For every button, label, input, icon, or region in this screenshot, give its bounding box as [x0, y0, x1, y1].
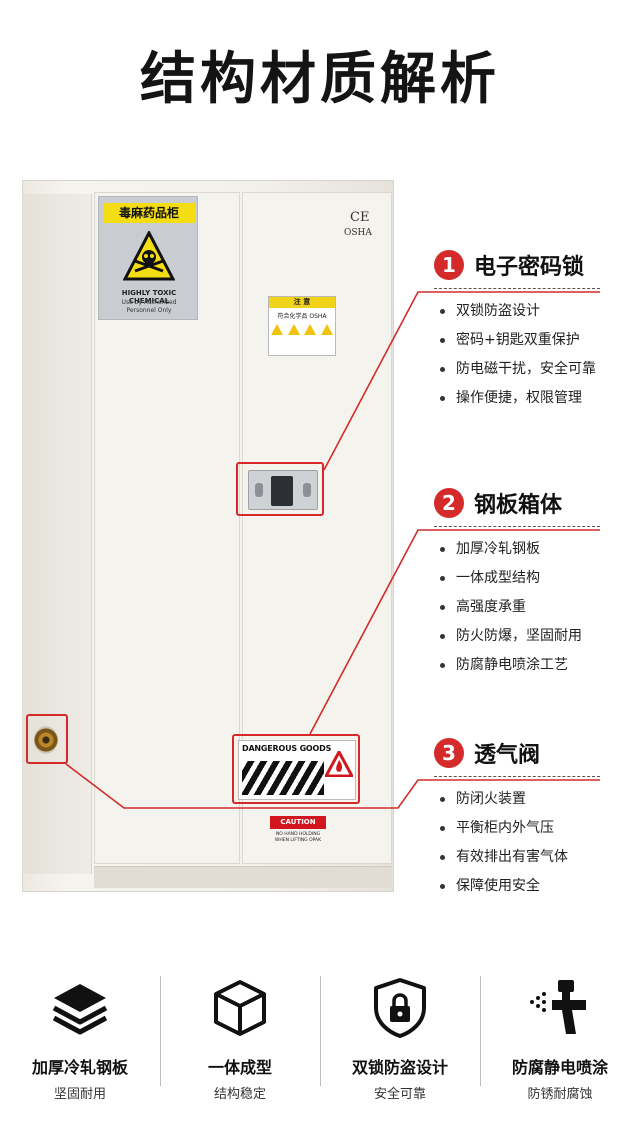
cabinet-side-panel — [22, 194, 92, 874]
shield-lock-icon — [374, 978, 426, 1038]
feature-steel-body: 2 钢板箱体 加厚冷轧钢板 一体成型结构 高强度承重 防火防爆，坚固耐用 防腐静… — [434, 488, 630, 680]
feature-title: 钢板箱体 — [474, 493, 563, 518]
notice-label: 注 意 符合化学品 OSHA — [268, 296, 336, 356]
feature-title: 电子密码锁 — [474, 255, 585, 280]
callout-box-vent — [26, 714, 68, 764]
layers-icon — [52, 984, 108, 1035]
callout-box-lock — [236, 462, 324, 516]
caution-label: CAUTION NO HAND HOLDING WHEN LIFTING OPA… — [270, 816, 326, 852]
cabinet-base — [94, 866, 392, 888]
bottom-item-spray: 防腐静电喷涂 防锈耐腐蚀 — [480, 962, 640, 1102]
list-item: 防电磁干扰，安全可靠 — [434, 355, 630, 384]
keypad-icon — [271, 476, 293, 506]
dangerous-goods-text: DANGEROUS GOODS — [242, 744, 332, 753]
feature-electronic-lock: 1 电子密码锁 双锁防盗设计 密码+钥匙双重保护 防电磁干扰，安全可靠 操作便捷… — [434, 250, 630, 413]
flame-warning-icon — [325, 751, 353, 777]
feature-divider — [434, 776, 600, 777]
toxic-sign-sub-line-1: Use by Authorized — [121, 299, 177, 306]
list-item: 一体成型结构 — [434, 564, 630, 593]
list-item: 防火防爆，坚固耐用 — [434, 622, 630, 651]
bottom-divider — [480, 976, 481, 1086]
feature-number-badge: 2 — [434, 488, 464, 518]
warning-triangle-icon — [320, 324, 333, 335]
callout-box-steel — [232, 734, 360, 804]
notice-warning-icons — [269, 324, 335, 335]
list-item: 操作便捷，权限管理 — [434, 384, 630, 413]
notice-line: 符合化学品 OSHA — [277, 313, 327, 320]
leader-line-2 — [309, 529, 600, 735]
list-item: 防闭火装置 — [434, 785, 630, 814]
toxic-sign-sub-line-2: Personnel Only — [126, 307, 172, 314]
list-item: 密码+钥匙双重保护 — [434, 326, 630, 355]
electronic-lock-panel — [248, 470, 318, 510]
caution-title: CAUTION — [270, 816, 326, 829]
bottom-divider — [160, 976, 161, 1086]
bottom-item-one-piece: 一体成型 结构稳定 — [160, 962, 320, 1102]
osha-mark: OSHA — [344, 228, 372, 238]
caution-line-1: NO HAND HOLDING — [275, 832, 321, 837]
list-item: 双锁防盗设计 — [434, 297, 630, 326]
ce-mark: CE — [350, 210, 370, 225]
toxic-sign-subtext: Use by Authorized Personnel Only — [101, 299, 197, 315]
feature-divider — [434, 288, 600, 289]
leader-line-3 — [65, 763, 600, 809]
bottom-divider — [320, 976, 321, 1086]
list-item: 加厚冷轧钢板 — [434, 535, 630, 564]
caution-line-2: WHEN LIFTING OPAK — [274, 838, 322, 843]
toxic-sign-english: HIGHLY TOXIC CHEMICAL — [121, 289, 177, 305]
bottom-item-subtitle: 防锈耐腐蚀 — [527, 1087, 593, 1102]
list-item: 平衡柜内外气压 — [434, 814, 630, 843]
hazard-stripes — [242, 761, 324, 795]
bottom-item-title: 双锁防盗设计 — [351, 1058, 448, 1077]
key-knob-left — [255, 483, 263, 497]
bottom-item-steel: 加厚冷轧钢板 坚固耐用 — [0, 962, 160, 1102]
bottom-item-title: 加厚冷轧钢板 — [31, 1058, 128, 1077]
feature-list: 双锁防盗设计 密码+钥匙双重保护 防电磁干扰，安全可靠 操作便捷，权限管理 — [434, 297, 630, 413]
bottom-item-subtitle: 结构稳定 — [213, 1087, 266, 1102]
feature-breather-valve: 3 透气阀 防闭火装置 平衡柜内外气压 有效排出有害气体 保障使用安全 — [434, 738, 630, 901]
list-item: 有效排出有害气体 — [434, 843, 630, 872]
toxic-warning-sign: 毒麻药品柜 HIGHLY TOXIC CHEMICAL Use by Autho… — [98, 196, 198, 320]
bottom-item-double-lock: 双锁防盗设计 安全可靠 — [320, 962, 480, 1102]
breather-valve — [34, 726, 58, 754]
skull-warning-icon — [123, 231, 175, 281]
spray-gun-icon — [530, 980, 586, 1034]
feature-number-badge: 1 — [434, 250, 464, 280]
toxic-sign-title: 毒麻药品柜 — [103, 203, 195, 223]
leader-line-1 — [323, 291, 600, 471]
bottom-item-subtitle: 安全可靠 — [373, 1087, 426, 1102]
list-item: 保障使用安全 — [434, 872, 630, 901]
feature-list: 加厚冷轧钢板 一体成型结构 高强度承重 防火防爆，坚固耐用 防腐静电喷涂工艺 — [434, 535, 630, 680]
warning-triangle-icon — [271, 324, 284, 335]
dangerous-goods-label: DANGEROUS GOODS — [238, 740, 356, 800]
feature-list: 防闭火装置 平衡柜内外气压 有效排出有害气体 保障使用安全 — [434, 785, 630, 901]
page-title: 结构材质解析 — [140, 47, 500, 112]
notice-title: 注 意 — [269, 297, 335, 308]
feature-title: 透气阀 — [474, 743, 541, 768]
bottom-item-title: 防腐静电喷涂 — [511, 1058, 608, 1077]
list-item: 防腐静电喷涂工艺 — [434, 651, 630, 680]
warning-triangle-icon — [287, 324, 300, 335]
feature-divider — [434, 526, 600, 527]
key-knob-right — [303, 483, 311, 497]
warning-triangle-icon — [304, 324, 317, 335]
feature-icon-strip: 加厚冷轧钢板 坚固耐用 一体成型 结构稳定 双锁防盗设计 安全可靠 — [0, 962, 640, 1102]
cube-icon — [214, 980, 266, 1036]
caution-text: NO HAND HOLDING WHEN LIFTING OPAK — [270, 832, 326, 844]
feature-number-badge: 3 — [434, 738, 464, 768]
bottom-item-title: 一体成型 — [207, 1058, 272, 1077]
bottom-item-subtitle: 坚固耐用 — [53, 1087, 106, 1102]
list-item: 高强度承重 — [434, 593, 630, 622]
